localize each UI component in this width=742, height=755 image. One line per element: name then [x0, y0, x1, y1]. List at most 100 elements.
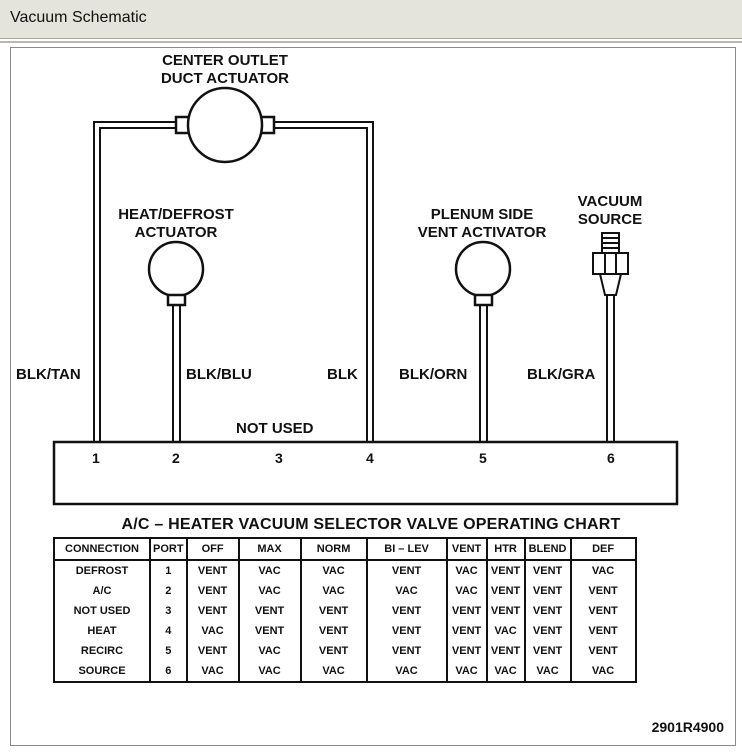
table-cell: VENT [365, 601, 448, 621]
table-cell: 4 [149, 621, 188, 641]
hose-label-blk: BLK [327, 366, 358, 383]
table-cell: 6 [149, 661, 188, 683]
center-actuator-label: CENTER OUTLET DUCT ACTUATOR [145, 52, 305, 88]
table-cell: VENT [445, 601, 488, 621]
table-cell: RECIRC [53, 641, 151, 661]
operating-chart-table: CONNECTION PORT OFF MAX NORM BI – LEV VE… [53, 537, 637, 683]
table-cell: 1 [149, 560, 188, 581]
col-header: DEF [569, 537, 637, 561]
plenum-label-line2: VENT ACTIVATOR [417, 224, 547, 241]
hose-label-blk-gra: BLK/GRA [527, 366, 596, 383]
port-label-6: 6 [607, 450, 615, 466]
hose-blk [270, 121, 374, 442]
table-cell: VENT [569, 641, 637, 661]
table-cell: VAC [445, 581, 488, 601]
table-cell: VENT [185, 601, 240, 621]
table-cell: VAC [365, 581, 448, 601]
heat-defrost-label-line1: HEAT/DEFROST [118, 206, 234, 223]
table-cell: VAC [237, 661, 302, 683]
vacuum-source-label: VACUUM SOURCE [560, 193, 660, 229]
table-cell: VENT [569, 621, 637, 641]
table-cell: VAC [523, 661, 572, 683]
titlebar-divider [0, 41, 742, 43]
table-cell: VENT [185, 581, 240, 601]
table-cell: VENT [365, 641, 448, 661]
heat-defrost-actuator [147, 240, 205, 307]
heat-defrost-label-line2: ACTUATOR [134, 224, 218, 241]
table-cell: VAC [485, 621, 526, 641]
col-header: OFF [185, 537, 240, 561]
not-used-label: NOT USED [236, 420, 314, 437]
table-cell: VENT [523, 560, 572, 581]
table-cell: VAC [445, 661, 488, 683]
table-cell: VENT [445, 641, 488, 661]
vacuum-source-label-line1: VACUUM [577, 193, 643, 210]
table-cell: VENT [485, 581, 526, 601]
port-label-4: 4 [366, 450, 374, 466]
port-label-3: 3 [275, 450, 283, 466]
table-cell: VAC [299, 560, 368, 581]
center-outlet-duct-actuator [174, 86, 276, 164]
table-cell: VENT [299, 601, 368, 621]
figure-id: 2901R4900 [651, 719, 724, 735]
table-cell: 2 [149, 581, 188, 601]
table-cell: VAC [299, 661, 368, 683]
col-header: BLEND [523, 537, 572, 561]
table-cell: VENT [185, 641, 240, 661]
col-header: NORM [299, 537, 368, 561]
table-cell: VENT [237, 621, 302, 641]
port-label-2: 2 [172, 450, 180, 466]
window-titlebar: Vacuum Schematic [0, 0, 742, 39]
table-cell: SOURCE [53, 661, 151, 683]
col-header: CONNECTION [53, 537, 151, 561]
selector-valve-body [52, 440, 679, 506]
vacuum-source-label-line2: SOURCE [577, 211, 643, 228]
table-cell: VAC [445, 560, 488, 581]
vacuum-source-fitting [592, 232, 629, 296]
center-actuator-label-line1: CENTER OUTLET [162, 52, 288, 69]
hose-blk-tan [93, 121, 178, 442]
table-cell: VAC [299, 581, 368, 601]
center-actuator-label-line2: DUCT ACTUATOR [160, 70, 290, 87]
chart-title: A/C – HEATER VACUUM SELECTOR VALVE OPERA… [121, 516, 621, 533]
heat-defrost-label: HEAT/DEFROST ACTUATOR [96, 206, 256, 242]
table-cell: VENT [569, 581, 637, 601]
table-cell: 5 [149, 641, 188, 661]
hose-label-blk-blu: BLK/BLU [186, 366, 252, 383]
table-cell: VENT [485, 641, 526, 661]
col-header: VENT [445, 537, 488, 561]
plenum-label-line1: PLENUM SIDE [430, 206, 534, 223]
table-cell: VENT [365, 621, 448, 641]
col-header: MAX [237, 537, 302, 561]
chart-header-row: CONNECTION PORT OFF MAX NORM BI – LEV VE… [53, 537, 637, 561]
table-cell: VAC [485, 661, 526, 683]
table-cell: VENT [569, 601, 637, 621]
table-cell: VENT [185, 560, 240, 581]
table-cell: VENT [485, 560, 526, 581]
table-cell: VAC [569, 661, 637, 683]
hose-label-blk-orn: BLK/ORN [399, 366, 468, 383]
table-cell: VENT [299, 621, 368, 641]
port-label-1: 1 [92, 450, 100, 466]
col-header: BI – LEV [365, 537, 448, 561]
table-cell: VAC [237, 581, 302, 601]
table-cell: 3 [149, 601, 188, 621]
table-cell: VAC [237, 641, 302, 661]
plenum-label: PLENUM SIDE VENT ACTIVATOR [402, 206, 562, 242]
table-cell: A/C [53, 581, 151, 601]
table-cell: VENT [523, 621, 572, 641]
table-cell: VAC [185, 661, 240, 683]
table-cell: VAC [237, 560, 302, 581]
table-cell: NOT USED [53, 601, 151, 621]
table-cell: VENT [523, 641, 572, 661]
table-cell: VENT [485, 601, 526, 621]
table-cell: VENT [523, 581, 572, 601]
table-cell: DEFROST [53, 560, 151, 581]
hose-label-blk-tan: BLK/TAN [16, 366, 81, 383]
